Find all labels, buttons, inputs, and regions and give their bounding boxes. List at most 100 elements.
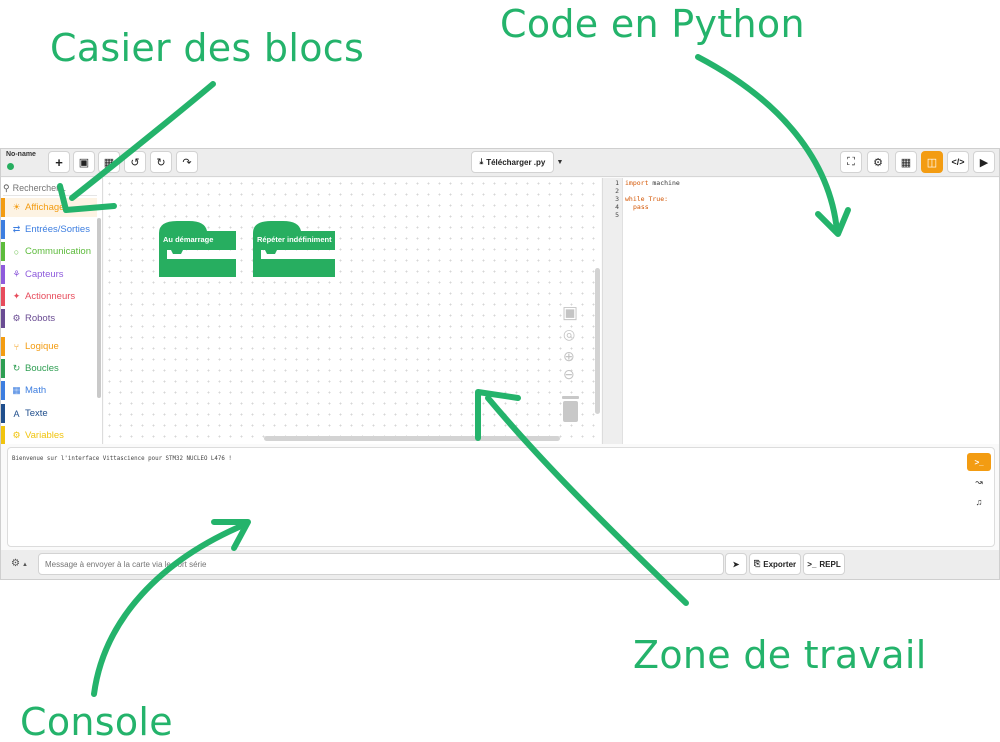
- export-button[interactable]: ⎘ Exporter: [749, 553, 801, 575]
- download-label: Télécharger .py: [486, 157, 546, 167]
- zoom-out-icon[interactable]: ⊖: [563, 366, 575, 382]
- sidebar-item-label: Math: [25, 385, 47, 396]
- block-au-demarrage[interactable]: Au démarrage: [159, 221, 236, 278]
- serial-settings-button[interactable]: ⚙▲: [11, 558, 28, 569]
- terminal-icon: >_: [974, 457, 984, 467]
- console-panel[interactable]: Bienvenue sur l'interface Vittascience p…: [7, 447, 995, 547]
- open-button[interactable]: ▦: [98, 151, 120, 173]
- code-line[interactable]: while True:: [625, 195, 668, 203]
- robot-icon: ⚙: [12, 313, 21, 323]
- sidebar-item-label: Affichage: [25, 202, 65, 213]
- annotation-zone-de-travail: Zone de travail: [633, 633, 927, 677]
- sidebar-item-label: Texte: [25, 408, 48, 419]
- export-label: Exporter: [763, 559, 797, 569]
- code-view-button[interactable]: </>: [947, 151, 969, 173]
- redo-button[interactable]: ↷: [176, 151, 198, 173]
- workspace-horizontal-scrollbar[interactable]: [264, 436, 560, 441]
- blocks-view-button[interactable]: ▦: [895, 151, 917, 173]
- console-welcome-message: Bienvenue sur l'interface Vittascience p…: [12, 456, 232, 462]
- gear-icon: ⚙: [873, 156, 883, 169]
- sidebar-item-affichage[interactable]: ☀ Affichage: [1, 198, 97, 217]
- redo-icon: ↷: [182, 156, 192, 169]
- settings-button[interactable]: ⚙: [867, 151, 889, 173]
- fullscreen-icon: ⛶: [847, 155, 855, 168]
- app-window: No-name + ▣ ▦ ↺ ↻ ↷ ⤓ Télécharger .py ▼ …: [0, 148, 1000, 580]
- console-plotter-button[interactable]: ↝: [967, 473, 991, 491]
- download-py-button[interactable]: ⤓ Télécharger .py: [471, 151, 554, 173]
- search-input[interactable]: [12, 183, 91, 193]
- trash-icon[interactable]: [562, 396, 579, 422]
- send-button[interactable]: ➤: [725, 553, 747, 575]
- sidebar-item-math[interactable]: ▦ Math: [1, 381, 97, 400]
- code-line[interactable]: pass: [633, 203, 649, 211]
- music-icon: ♫: [975, 497, 983, 507]
- terminal-icon: >_: [807, 559, 817, 569]
- blocks-view-icon: ▦: [900, 156, 912, 169]
- fullscreen-button[interactable]: ⛶: [840, 151, 862, 173]
- code-text: machine: [648, 179, 680, 187]
- undo-button[interactable]: ↺: [124, 151, 146, 173]
- sidebar-item-variables[interactable]: ⚙Variables: [1, 426, 97, 444]
- refresh-icon: ↻: [156, 156, 166, 169]
- play-icon: ▶: [979, 156, 989, 169]
- sidebar-item-boucles[interactable]: ↻Boucles: [1, 359, 97, 378]
- export-icon: ⎘: [753, 559, 761, 568]
- line-number: 4: [615, 203, 619, 211]
- chart-icon: ↝: [975, 476, 983, 487]
- code-line[interactable]: import machine: [625, 179, 680, 187]
- sidebar-scrollbar[interactable]: [97, 218, 101, 398]
- annotation-console: Console: [20, 700, 173, 742]
- serial-message-input[interactable]: [38, 553, 724, 575]
- send-icon: ➤: [732, 559, 740, 569]
- line-number: 5: [615, 211, 619, 219]
- sidebar-item-communication[interactable]: ○Communication: [1, 242, 97, 261]
- zoom-in-icon[interactable]: ⊕: [563, 348, 575, 364]
- new-project-button[interactable]: +: [48, 151, 70, 173]
- sidebar-item-label: Robots: [25, 313, 56, 324]
- search-icon: ⚲: [3, 182, 10, 193]
- save-button[interactable]: ▣: [73, 151, 95, 173]
- sidebar-item-robots[interactable]: ⚙ Robots: [1, 309, 97, 328]
- chevron-up-icon: ▲: [21, 562, 28, 568]
- sidebar-item-label: Entrées/Sorties: [25, 224, 90, 235]
- console-music-button[interactable]: ♫: [967, 493, 991, 511]
- workspace-vertical-scrollbar[interactable]: [595, 268, 600, 414]
- sidebar-item-label: Communication: [25, 246, 91, 257]
- actuator-icon: ✦: [12, 291, 21, 301]
- console-terminal-button[interactable]: >_: [967, 453, 991, 471]
- lightbulb-icon: ☀: [12, 202, 21, 212]
- annotation-code-en-python: Code en Python: [500, 2, 805, 46]
- split-view-button[interactable]: ◫: [921, 151, 943, 173]
- sidebar-item-logique[interactable]: ⑂Logique: [1, 337, 97, 356]
- code-keyword: pass: [633, 203, 649, 211]
- block-repeter-indefiniment[interactable]: Répéter indéfiniment: [253, 221, 335, 278]
- undo-icon: ↺: [130, 156, 140, 169]
- refresh-button[interactable]: ↻: [150, 151, 172, 173]
- sidebar-item-label: Capteurs: [25, 269, 64, 280]
- recenter-icon[interactable]: ◎: [563, 326, 576, 342]
- folder-icon: ▦: [103, 156, 115, 169]
- sensor-icon: ⚘: [12, 269, 21, 279]
- sidebar-item-capteurs[interactable]: ⚘ Capteurs: [1, 265, 97, 284]
- search-box[interactable]: ⚲: [3, 181, 97, 196]
- serial-bottom-bar: ⚙▲ ➤ ⎘ Exporter >_ REPL: [1, 550, 999, 579]
- top-toolbar: No-name + ▣ ▦ ↺ ↻ ↷ ⤓ Télécharger .py ▼ …: [1, 149, 999, 177]
- plus-icon: +: [55, 154, 63, 170]
- line-number: 2: [615, 187, 619, 195]
- sidebar-item-label: Logique: [25, 341, 59, 352]
- sidebar-item-actionneurs[interactable]: ✦Actionneurs: [1, 287, 97, 306]
- calculator-icon: ▦: [12, 385, 21, 395]
- repl-button[interactable]: >_ REPL: [803, 553, 845, 575]
- download-dropdown-caret[interactable]: ▼: [555, 151, 565, 173]
- save-icon: ▣: [78, 156, 90, 169]
- block-label: Au démarrage: [163, 235, 214, 244]
- run-button[interactable]: ▶: [973, 151, 995, 173]
- sidebar-item-entr-es-sorties[interactable]: ⇄Entrées/Sorties: [1, 220, 97, 239]
- project-name[interactable]: No-name: [6, 151, 36, 158]
- blocks-workspace[interactable]: Au démarrage Répéter indéfiniment ▣ ◎ ⊕ …: [104, 178, 601, 444]
- screenshot-icon[interactable]: ▣: [562, 303, 579, 322]
- line-number: 1: [615, 179, 619, 187]
